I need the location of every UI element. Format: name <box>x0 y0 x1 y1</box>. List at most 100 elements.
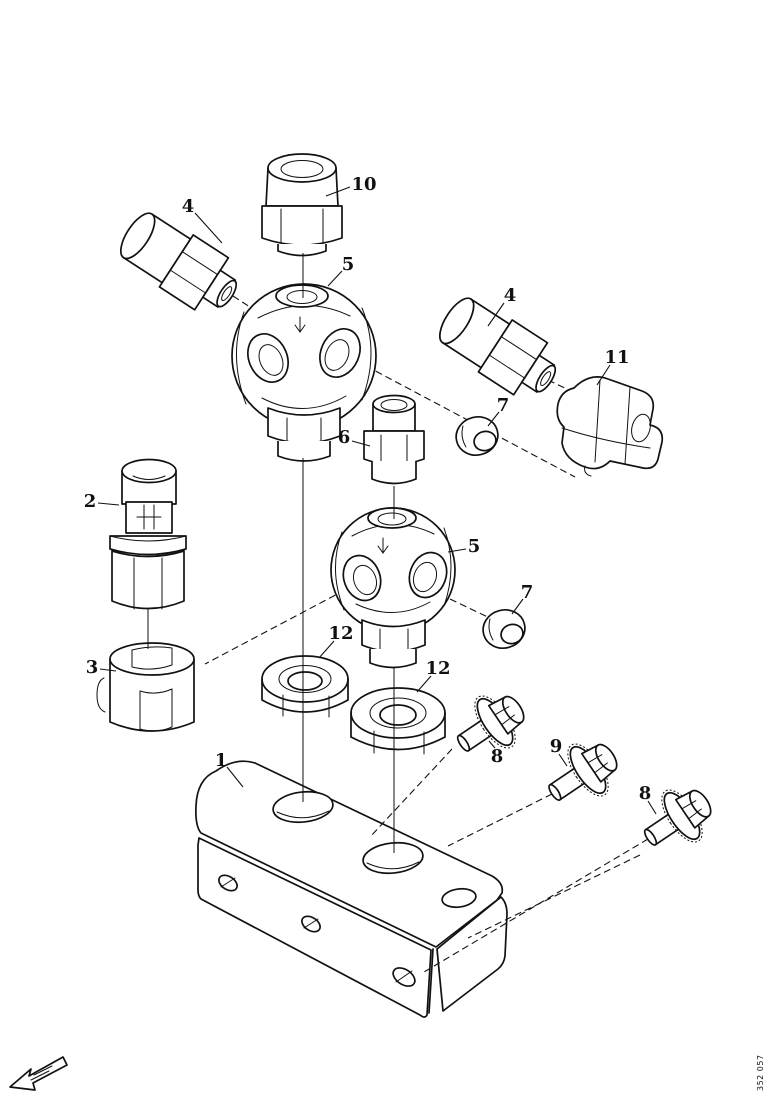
valve-window-detail <box>136 504 162 530</box>
ball-top-boss <box>275 284 329 308</box>
bolt-tip <box>643 828 658 846</box>
ball-facets <box>236 305 372 409</box>
adapter-top-bore <box>380 399 408 411</box>
callout-8: 8 <box>491 746 504 767</box>
callout-5: 5 <box>468 536 481 557</box>
elbow-bottom <box>584 465 592 477</box>
cap-collar <box>261 205 343 246</box>
part-1-bracket <box>195 760 508 1018</box>
bolt-head-facets <box>587 754 608 774</box>
axis-ball2-to-plug7 <box>449 598 493 620</box>
callout-7: 7 <box>521 582 534 603</box>
bracket-hole-2-rim <box>366 861 420 870</box>
part-2-valve <box>109 458 187 610</box>
callout-4: 4 <box>504 285 517 306</box>
bracket-front-hole-1-thread <box>220 877 236 888</box>
callout-7: 7 <box>497 395 510 416</box>
callout-2: 2 <box>84 491 97 512</box>
bolt-head-facets <box>681 800 702 820</box>
adapter-cyl <box>371 461 417 485</box>
callout-11: 11 <box>604 347 629 368</box>
plug-arc <box>488 618 494 641</box>
callout-leader-3 <box>99 668 117 672</box>
nut-facets <box>282 694 330 718</box>
callout-leader-5 <box>447 548 467 553</box>
callout-4: 4 <box>182 196 195 217</box>
callout-leader-1 <box>226 766 244 788</box>
fitting-nose <box>520 354 556 393</box>
callout-1: 1 <box>215 750 228 771</box>
callout-12: 12 <box>328 623 353 644</box>
ball-port-left-bore <box>352 564 378 596</box>
bracket-front-hole-3-thread <box>395 970 413 983</box>
direction-arrow-hatch <box>30 1065 53 1081</box>
fitting-end <box>438 297 475 345</box>
cap-top <box>267 153 337 183</box>
fitting-end <box>119 212 156 260</box>
valve-top-arc <box>132 475 166 480</box>
ball-port-right-bore <box>412 561 438 593</box>
callout-leader-12 <box>416 675 432 693</box>
valve-hex <box>111 550 185 610</box>
axis-ball-to-elbow <box>365 365 576 478</box>
callout-10: 10 <box>351 174 376 195</box>
ball-port-right-bore <box>324 339 350 371</box>
direction-arrow-icon <box>9 1056 68 1091</box>
callout-leader-10 <box>325 186 351 197</box>
ball-mark <box>294 316 306 333</box>
plug-arc <box>461 425 467 448</box>
valve-hex-facets <box>133 557 163 610</box>
ball-stem-facets <box>379 628 409 653</box>
ball-top-bore <box>286 290 318 304</box>
nut-ring <box>369 697 427 729</box>
bolt-tip <box>456 734 471 752</box>
valve-collar-arc <box>109 535 187 542</box>
callout-8: 8 <box>639 783 652 804</box>
callout-leader-11 <box>596 364 611 386</box>
adapter-hex-facets <box>380 434 408 465</box>
elbow-body <box>556 376 664 470</box>
ball-facets <box>335 524 452 613</box>
nut-hole <box>287 671 323 691</box>
part-4-fitting-left <box>119 212 238 311</box>
adapter-hex <box>363 430 425 466</box>
part-12-nut-left <box>261 655 349 718</box>
callout-6: 6 <box>338 427 351 448</box>
ball-port-left-bore <box>258 344 284 376</box>
ball-stem-cyl <box>277 441 331 462</box>
cap-taper <box>277 244 327 257</box>
ball-top-bore <box>377 512 407 526</box>
ball-port-right <box>319 328 361 378</box>
cap-collar-facets <box>280 208 324 244</box>
axis-bolt8-left <box>369 748 453 838</box>
bracket-hole-1-rim <box>276 810 330 819</box>
ball-mark <box>377 537 389 554</box>
axis-bolt9 <box>447 793 553 847</box>
ball-stem-facets <box>286 417 322 445</box>
part-5-ball-upper <box>231 283 377 462</box>
part-8-bolt-left <box>456 695 525 752</box>
callout-5: 5 <box>342 254 355 275</box>
callout-leader-12 <box>318 640 335 659</box>
axis-fitting4-left-to-ball <box>232 295 254 310</box>
callout-9: 9 <box>550 736 563 757</box>
axis-ball2-to-cap3 <box>204 589 346 665</box>
assembly-axes <box>204 295 576 665</box>
nut-hole <box>379 704 417 726</box>
callout-3: 3 <box>86 657 99 678</box>
fitting-nose-bore <box>540 371 552 386</box>
bracket-hole-2 <box>362 841 424 875</box>
fitting-nose-bore <box>221 286 233 301</box>
ball-port-right <box>408 551 448 599</box>
ball-stem-hex <box>267 407 341 444</box>
bolt-axes <box>369 748 649 973</box>
cap-top-inner <box>280 160 324 178</box>
part-7-plug-lower <box>482 609 526 649</box>
ball-top-boss <box>367 507 417 529</box>
plug-face <box>473 430 497 452</box>
callout-leader-8 <box>488 740 496 749</box>
axis-fitting4-right-to-elbow <box>547 379 572 392</box>
callout-leader-6 <box>351 440 371 447</box>
nut-facets <box>373 730 425 755</box>
